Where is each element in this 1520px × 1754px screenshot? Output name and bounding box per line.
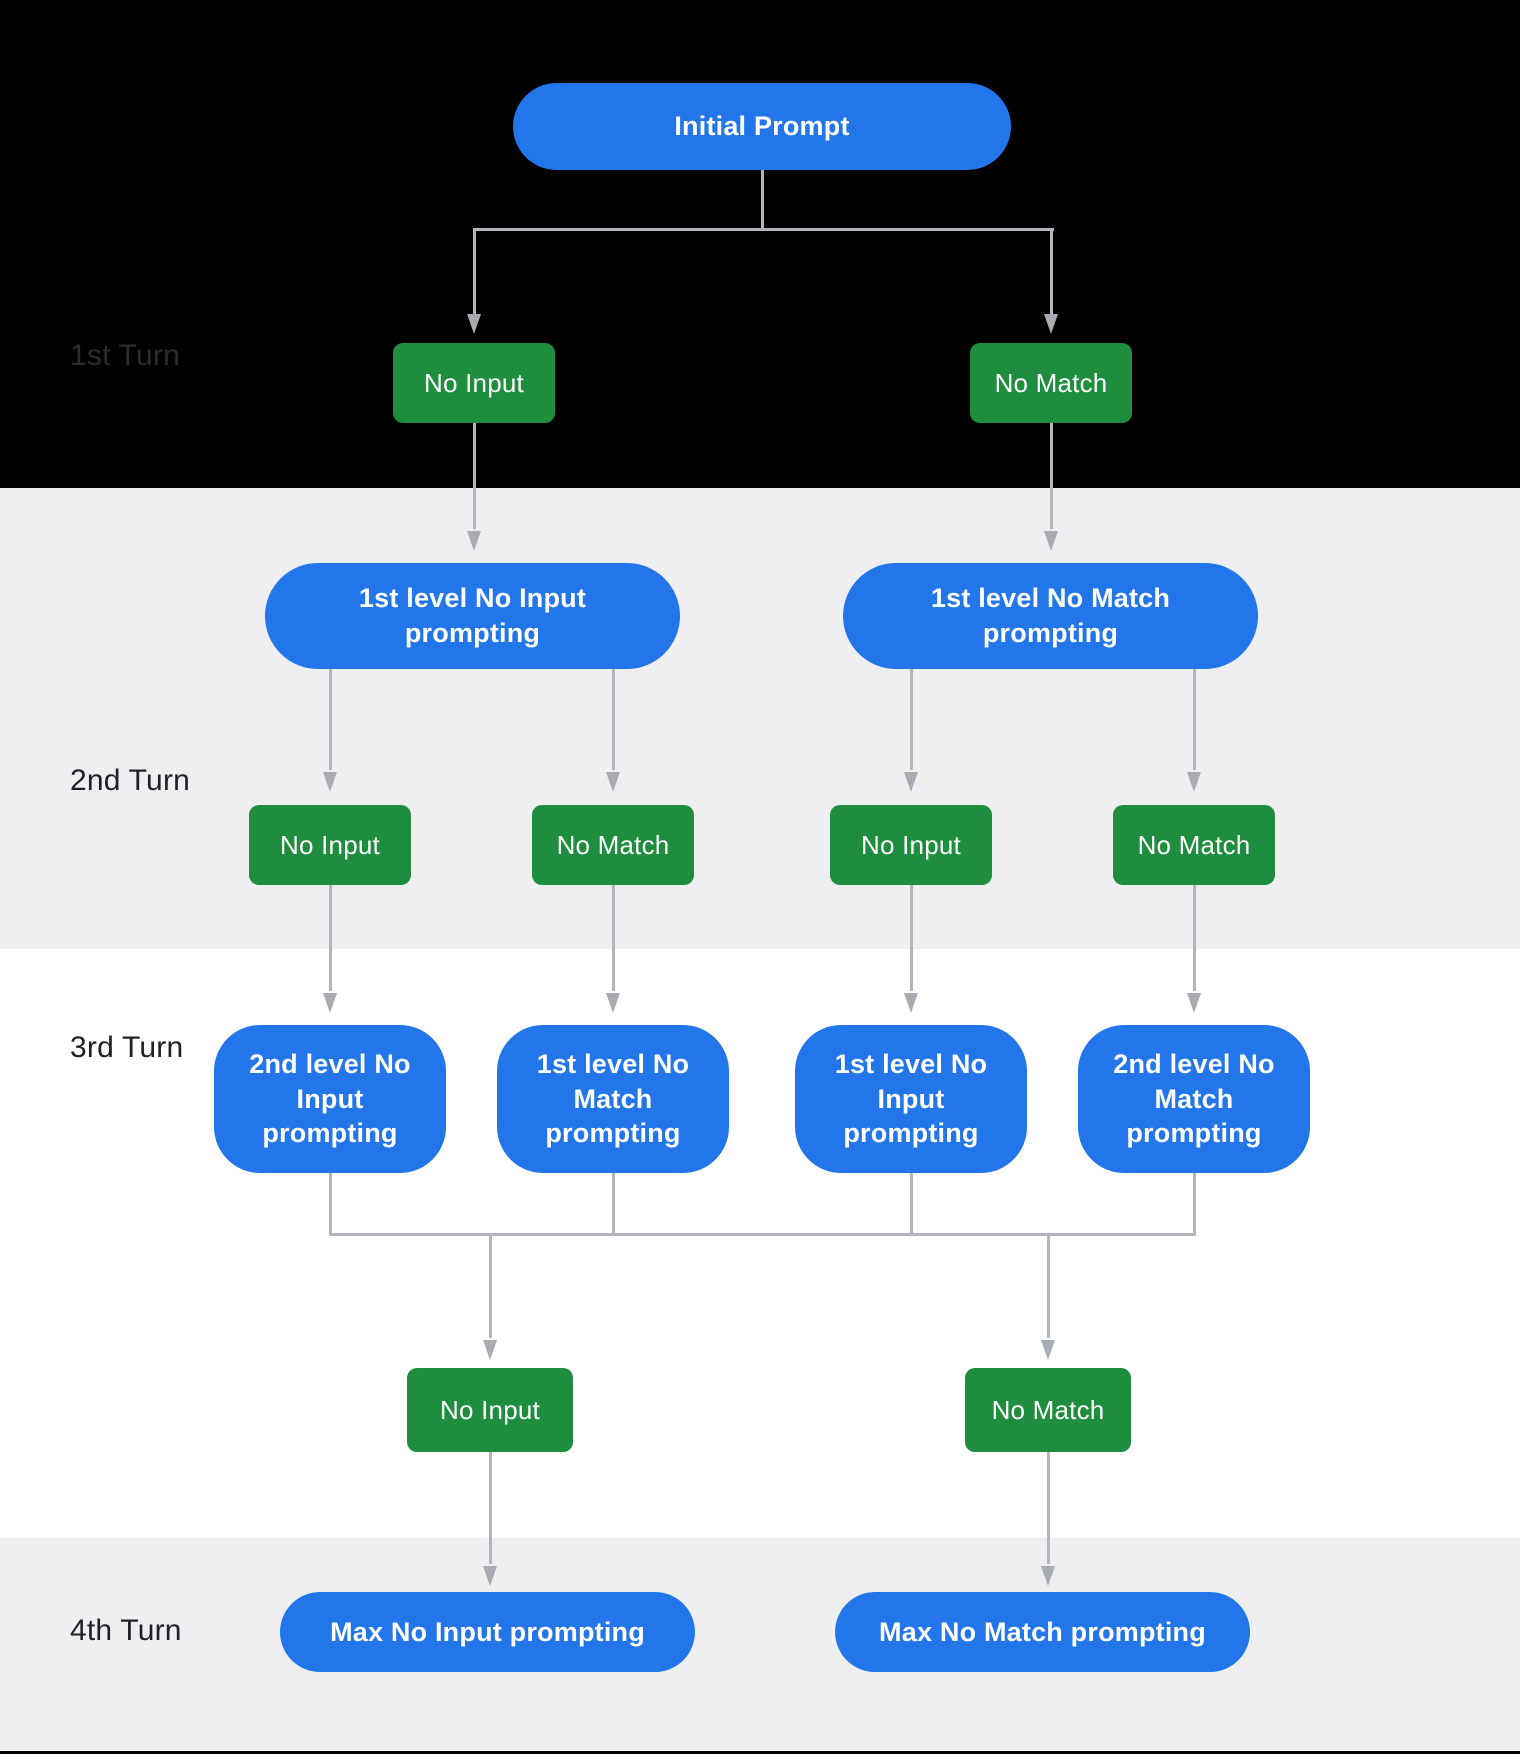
flow-line <box>329 1173 332 1236</box>
node-turn4-no-match: No Match <box>965 1368 1131 1452</box>
arrow-down-icon <box>606 772 620 792</box>
flow-line <box>1193 1173 1196 1236</box>
arrow-down-icon <box>323 772 337 792</box>
arrow-down-icon <box>467 314 481 334</box>
flow-line <box>1047 1236 1050 1338</box>
band-turn1 <box>0 0 1520 488</box>
arrow-down-icon <box>1041 1340 1055 1360</box>
arrow-down-icon <box>1044 314 1058 334</box>
flow-line <box>1050 231 1053 316</box>
node-level2-no-match-prompting: 2nd level No Match prompting <box>1078 1025 1310 1173</box>
node-turn2-no-input-right: No Input <box>830 805 992 885</box>
node-turn2-no-match-right: No Match <box>1113 805 1275 885</box>
flow-line <box>1193 669 1196 770</box>
node-max-no-match-prompting: Max No Match prompting <box>835 1592 1250 1672</box>
flow-line <box>329 885 332 991</box>
flow-line <box>1047 1452 1050 1564</box>
node-turn1-no-match: No Match <box>970 343 1132 423</box>
node-turn2-no-match-left: No Match <box>532 805 694 885</box>
arrow-down-icon <box>904 993 918 1013</box>
arrow-down-icon <box>1041 1566 1055 1586</box>
flow-line <box>489 1236 492 1338</box>
band-turn4 <box>0 1538 1520 1751</box>
turn-label-2nd: 2nd Turn <box>70 764 191 797</box>
arrow-down-icon <box>323 993 337 1013</box>
node-max-no-input-prompting: Max No Input prompting <box>280 1592 695 1672</box>
node-level1-no-match-prompting: 1st level No Match prompting <box>843 563 1258 669</box>
arrow-down-icon <box>1187 772 1201 792</box>
arrow-down-icon <box>1044 531 1058 551</box>
node-level1-no-input-prompting-2: 1st level No Input prompting <box>795 1025 1027 1173</box>
flow-line <box>473 228 1054 231</box>
flow-line <box>329 669 332 770</box>
bottom-edge <box>0 1751 1520 1754</box>
arrow-down-icon <box>483 1566 497 1586</box>
flow-line <box>612 885 615 991</box>
flow-line <box>612 669 615 770</box>
arrow-down-icon <box>904 772 918 792</box>
flow-line <box>612 1173 615 1236</box>
flow-line <box>473 231 476 316</box>
turn-label-4th: 4th Turn <box>70 1614 182 1647</box>
arrow-down-icon <box>467 531 481 551</box>
node-turn2-no-input-left: No Input <box>249 805 411 885</box>
turn-label-3rd: 3rd Turn <box>70 1031 184 1064</box>
arrow-down-icon <box>483 1340 497 1360</box>
flow-line <box>1050 423 1053 529</box>
node-turn4-no-input: No Input <box>407 1368 573 1452</box>
flow-line <box>489 1452 492 1564</box>
flow-line <box>1193 885 1196 991</box>
flow-line <box>910 669 913 770</box>
flow-line <box>473 423 476 529</box>
arrow-down-icon <box>606 993 620 1013</box>
node-level1-no-input-prompting: 1st level No Input prompting <box>265 563 680 669</box>
node-turn1-no-input: No Input <box>393 343 555 423</box>
node-level1-no-match-prompting-2: 1st level No Match prompting <box>497 1025 729 1173</box>
band-turn2 <box>0 488 1520 949</box>
flow-line <box>910 1173 913 1236</box>
arrow-down-icon <box>1187 993 1201 1013</box>
flow-line <box>910 885 913 991</box>
flow-line <box>329 1233 1196 1236</box>
turn-label-1st: 1st Turn <box>70 339 180 372</box>
flow-line <box>761 170 764 228</box>
node-initial-prompt: Initial Prompt <box>513 83 1011 170</box>
node-level2-no-input-prompting: 2nd level No Input prompting <box>214 1025 446 1173</box>
